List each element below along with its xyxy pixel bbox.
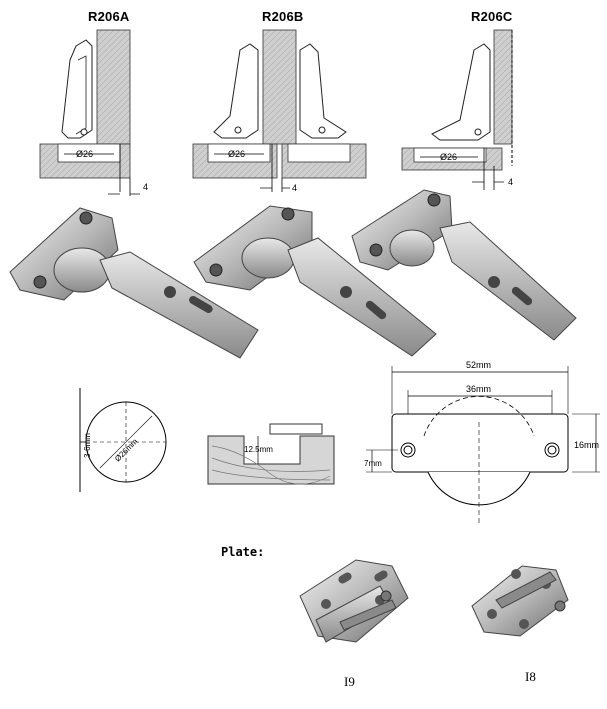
cup-depth-diagram xyxy=(207,423,335,485)
hole-offset-dim: 7mm xyxy=(364,459,382,468)
r206b-cup-dim: Ø26 xyxy=(228,149,245,159)
r206a-gap-dim: 4 xyxy=(143,182,148,192)
model-title-r206b: R206B xyxy=(262,9,304,24)
hinge-r206a-photo xyxy=(9,207,259,359)
plate-code-i8: I8 xyxy=(525,669,536,684)
hinge-r206c-photo xyxy=(351,189,577,341)
r206b-gap-dim: 4 xyxy=(292,183,297,193)
plate-dimension-drawing xyxy=(366,366,600,524)
plate-width-dim: 52mm xyxy=(466,360,491,370)
plate-height-dim: 16mm xyxy=(574,440,599,450)
section-r206a xyxy=(39,29,131,196)
hole-pitch-dim: 36mm xyxy=(466,384,491,394)
hinge-r206b-photo xyxy=(193,205,437,357)
edge-distance-dim: 3-6mm xyxy=(83,433,92,458)
plate-i9-photo xyxy=(299,559,409,643)
r206c-cup-dim: Ø26 xyxy=(440,152,457,162)
plate-i8-photo xyxy=(471,565,569,637)
section-r206c xyxy=(401,29,513,190)
section-r206b xyxy=(192,29,367,192)
cup-depth-dim: 12.5mm xyxy=(244,445,273,454)
r206c-gap-dim: 4 xyxy=(508,177,513,187)
plate-section-title: Plate: xyxy=(221,545,265,559)
model-title-r206a: R206A xyxy=(88,9,130,24)
model-title-r206c: R206C xyxy=(471,9,513,24)
r206a-cup-dim: Ø26 xyxy=(76,149,93,159)
cup-hole-diagram xyxy=(79,388,167,492)
plate-code-i9: I9 xyxy=(344,674,355,689)
